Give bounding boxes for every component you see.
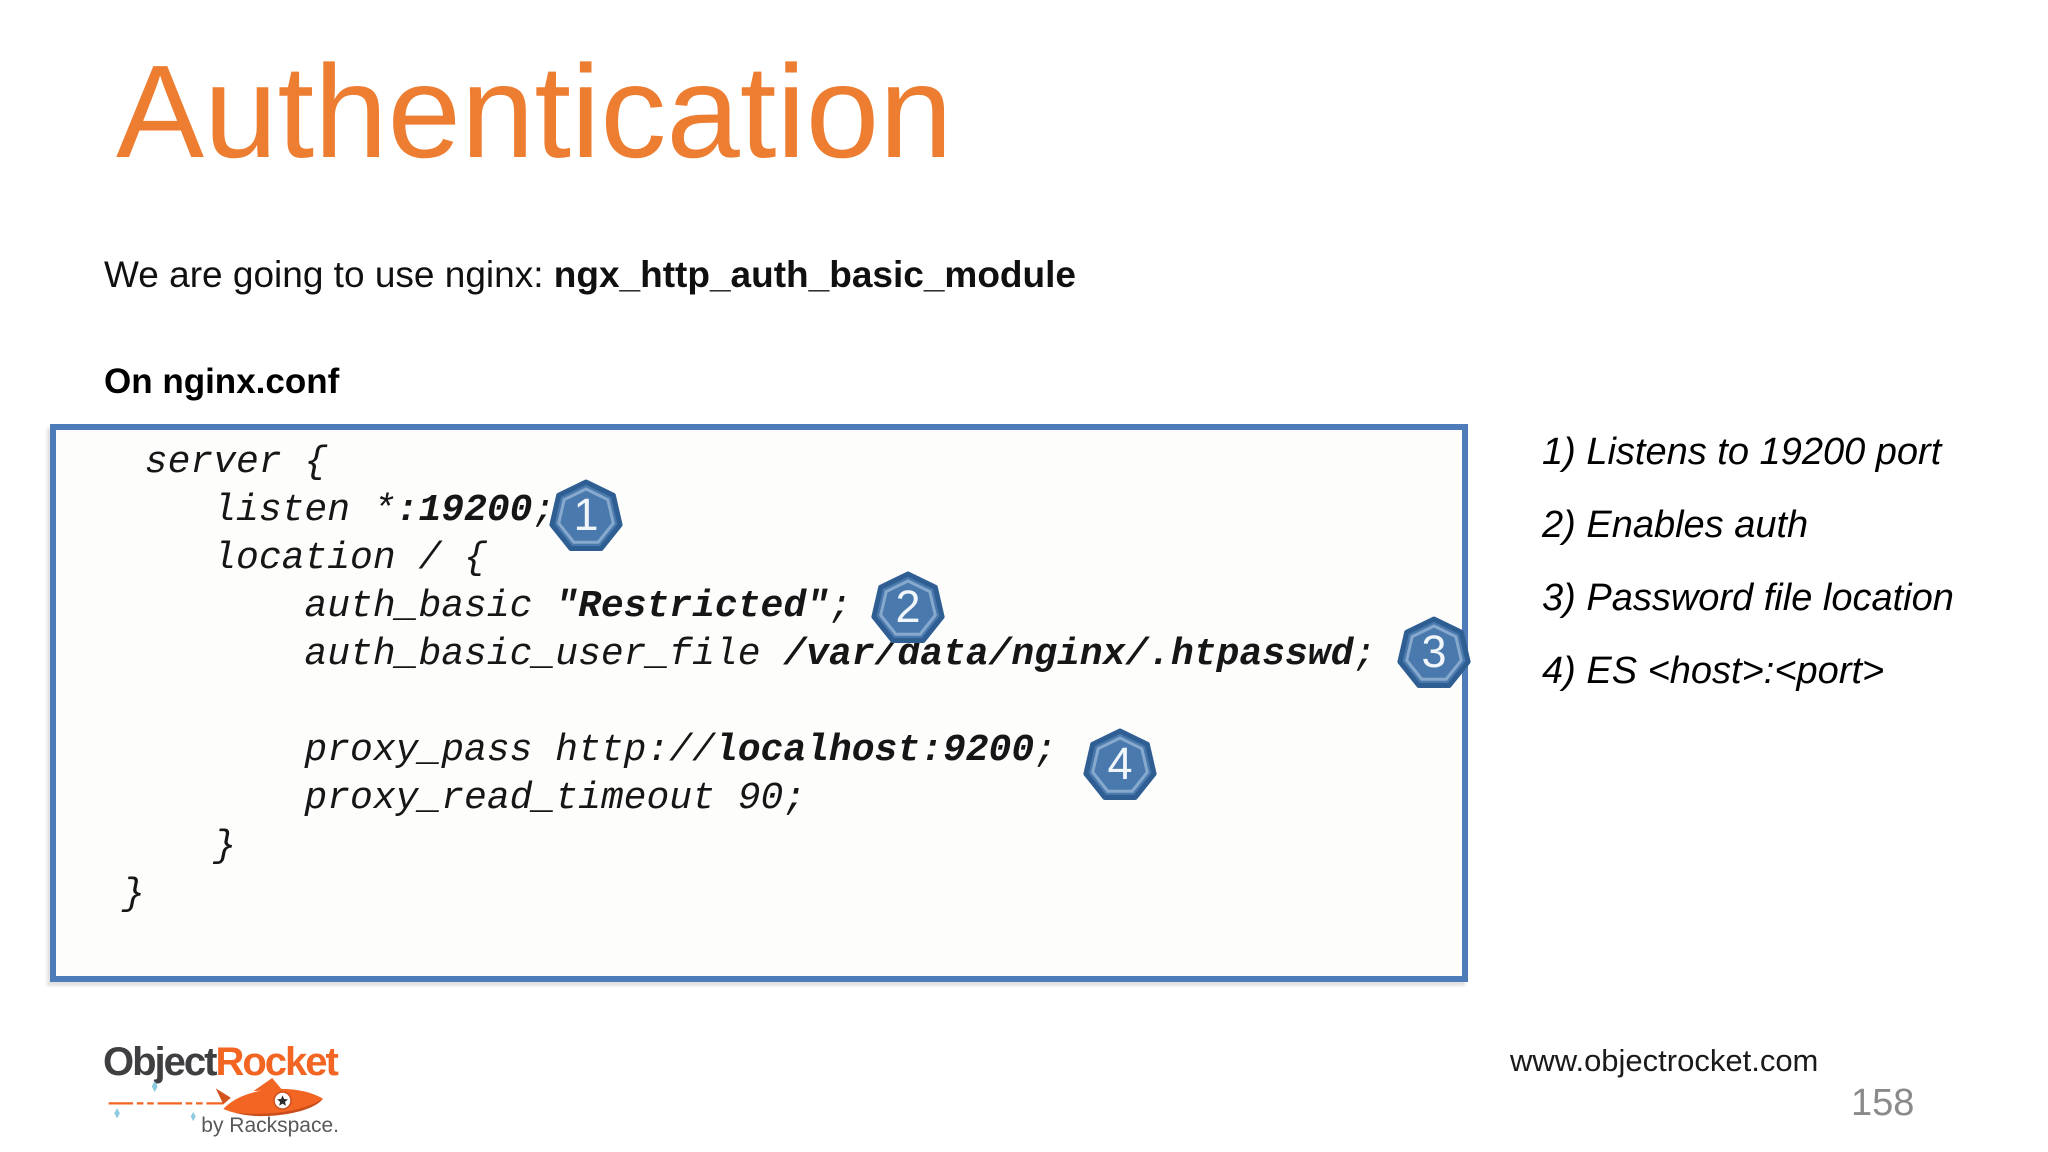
heptagon-badge-icon xyxy=(871,571,945,643)
intro-module-name: ngx_http_auth_basic_module xyxy=(553,254,1076,295)
config-file-label: On nginx.conf xyxy=(104,362,340,401)
code-line: } xyxy=(122,871,1462,919)
code-line xyxy=(122,679,1462,727)
badge-number: 2 xyxy=(895,581,921,632)
objectrocket-logo: ObjectRocket by Rackspace. xyxy=(103,1040,343,1150)
code-segment-bold: :19200 xyxy=(395,489,533,532)
code-segment-bold: /var/data/nginx/.htpasswd xyxy=(783,633,1354,676)
code-line: auth_basic_user_file /var/data/nginx/.ht… xyxy=(122,631,1462,679)
code-line: location / { xyxy=(122,535,1462,583)
logo-tagline: by Rackspace. xyxy=(201,1114,339,1137)
heptagon-badge-icon xyxy=(1083,728,1157,800)
heptagon-badge-icon xyxy=(1397,616,1471,688)
code-line: listen *:19200; xyxy=(122,487,1462,535)
logo-word-object: Object xyxy=(103,1040,217,1084)
nginx-config-code-block: server { listen *:19200; location / { au… xyxy=(50,424,1468,982)
logo-word-rocket: Rocket xyxy=(215,1040,338,1084)
callout-badge-1: 1 xyxy=(546,477,626,557)
website-url: www.objectrocket.com xyxy=(1510,1043,1819,1078)
code-segment: listen * xyxy=(122,489,396,532)
callout-badge-2: 2 xyxy=(868,569,948,649)
code-content: server { listen *:19200; location / { au… xyxy=(56,430,1462,919)
callout-badge-4: 4 xyxy=(1080,726,1160,806)
heptagon-badge-icon xyxy=(549,479,623,551)
code-segment: server { xyxy=(122,441,328,484)
logo-wordmark: ObjectRocket xyxy=(103,1040,343,1084)
annotation-item: 2) Enables auth xyxy=(1542,504,1809,546)
code-segment: proxy_read_timeout 90; xyxy=(122,777,807,820)
page-title: Authentication xyxy=(116,38,953,185)
badge-number: 4 xyxy=(1107,738,1133,789)
annotation-item: 4) ES <host>:<port> xyxy=(1542,650,1885,692)
code-segment-bold: "Restricted" xyxy=(555,585,829,628)
code-segment: auth_basic_user_file xyxy=(122,633,784,676)
code-line: proxy_read_timeout 90; xyxy=(122,775,1462,823)
badge-number: 1 xyxy=(573,489,599,540)
code-segment: location / { xyxy=(122,537,487,580)
code-segment: } xyxy=(122,825,237,868)
code-line: auth_basic "Restricted"; xyxy=(122,583,1462,631)
code-line: } xyxy=(122,823,1462,871)
code-segment: } xyxy=(122,873,145,916)
annotation-item: 3) Password file location xyxy=(1542,577,1954,619)
annotation-list: 1) Listens to 19200 port 2) Enables auth 3… xyxy=(1542,432,1954,691)
page-number: 158 xyxy=(1851,1082,1915,1124)
code-segment-bold: localhost:9200 xyxy=(714,729,1035,772)
code-segment: ; xyxy=(828,585,852,628)
intro-text: We are going to use nginx: ngx_http_auth… xyxy=(104,254,1076,296)
code-segment: ; xyxy=(1353,633,1377,676)
intro-regular-text: We are going to use nginx: xyxy=(104,254,554,295)
rocket-icon xyxy=(108,1078,323,1122)
code-segment: proxy_pass http:// xyxy=(122,729,715,772)
code-segment: ; xyxy=(1034,729,1057,772)
code-segment: auth_basic xyxy=(122,585,556,628)
code-segment xyxy=(122,681,145,724)
annotation-item: 1) Listens to 19200 port xyxy=(1542,431,1942,473)
badge-number: 3 xyxy=(1421,626,1447,677)
callout-badge-3: 3 xyxy=(1394,614,1474,694)
code-segment: ; xyxy=(532,489,556,532)
code-line: proxy_pass http://localhost:9200; xyxy=(122,727,1462,775)
code-line: server { xyxy=(122,439,1462,487)
